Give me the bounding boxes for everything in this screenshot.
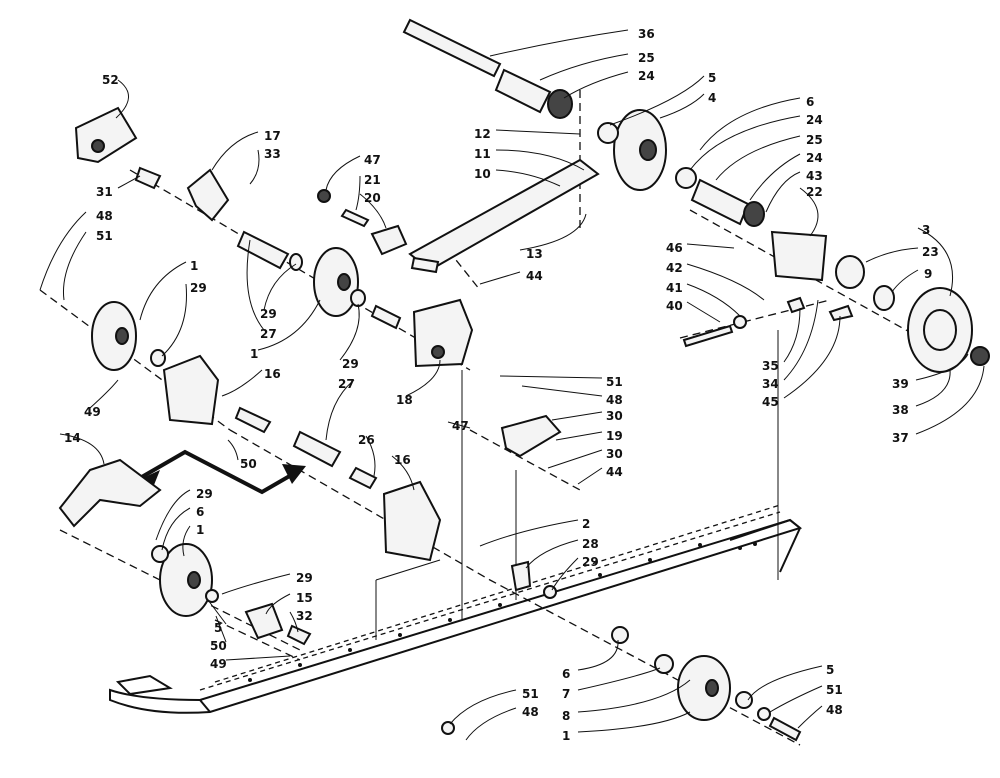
part-callout-3: 3: [922, 223, 930, 237]
part-callout-42: 42: [666, 261, 683, 275]
part-callout-41: 41: [666, 281, 683, 295]
part-callout-5: 5: [826, 663, 834, 677]
part-callout-48: 48: [826, 703, 843, 717]
part-callout-44: 44: [526, 269, 543, 283]
part-callout-2: 2: [582, 517, 590, 531]
part-callout-11: 11: [474, 147, 491, 161]
part-callout-29: 29: [190, 281, 207, 295]
part-callout-21: 21: [364, 173, 381, 187]
part-callout-28: 28: [582, 537, 599, 551]
part-callout-20: 20: [364, 191, 381, 205]
part-callout-15: 15: [296, 591, 313, 605]
part-callout-52: 52: [102, 73, 119, 87]
part-callout-49: 49: [84, 405, 101, 419]
part-callout-7: 7: [562, 687, 570, 701]
part-callout-40: 40: [666, 299, 683, 313]
part-callout-5: 5: [214, 621, 222, 635]
part-callout-45: 45: [762, 395, 779, 409]
part-callout-32: 32: [296, 609, 313, 623]
part-callout-44: 44: [606, 465, 623, 479]
part-callout-23: 23: [922, 245, 939, 259]
slide-rail: [109, 504, 803, 714]
part-callout-50: 50: [210, 639, 227, 653]
part-callout-1: 1: [562, 729, 570, 743]
part-callout-1: 1: [250, 347, 258, 361]
part-callout-8: 8: [562, 709, 570, 723]
part-callout-49: 49: [210, 657, 227, 671]
part-callout-36: 36: [638, 27, 655, 41]
part-callout-48: 48: [96, 209, 113, 223]
part-callout-10: 10: [474, 167, 491, 181]
part-callout-25: 25: [806, 133, 823, 147]
part-callout-51: 51: [96, 229, 113, 243]
part-callout-1: 1: [190, 259, 198, 273]
part-callout-5: 5: [708, 71, 716, 85]
part-callout-29: 29: [260, 307, 277, 321]
part-callout-4: 4: [708, 91, 716, 105]
part-callout-34: 34: [762, 377, 779, 391]
part-callout-13: 13: [526, 247, 543, 261]
part-callout-29: 29: [296, 571, 313, 585]
part-callout-39: 39: [892, 377, 909, 391]
part-callout-14: 14: [64, 431, 81, 445]
part-callout-26: 26: [358, 433, 375, 447]
part-callout-47: 47: [364, 153, 381, 167]
part-callout-6: 6: [562, 667, 570, 681]
part-callout-30: 30: [606, 409, 623, 423]
parts: [58, 18, 990, 742]
part-callout-48: 48: [522, 705, 539, 719]
leader-lines: [39, 29, 985, 741]
part-callout-27: 27: [338, 377, 355, 391]
part-callout-31: 31: [96, 185, 113, 199]
part-callout-29: 29: [582, 555, 599, 569]
part-callout-6: 6: [196, 505, 204, 519]
part-callout-51: 51: [522, 687, 539, 701]
part-callout-19: 19: [606, 429, 623, 443]
part-callout-46: 46: [666, 241, 683, 255]
part-callout-33: 33: [264, 147, 281, 161]
part-callout-50: 50: [240, 457, 257, 471]
mounting-lines: [375, 330, 779, 640]
part-callout-29: 29: [342, 357, 359, 371]
part-callout-6: 6: [806, 95, 814, 109]
part-callout-1: 1: [196, 523, 204, 537]
part-callout-37: 37: [892, 431, 909, 445]
part-callout-22: 22: [806, 185, 823, 199]
part-callout-30: 30: [606, 447, 623, 461]
part-callout-24: 24: [638, 69, 655, 83]
part-callout-16: 16: [394, 453, 411, 467]
part-callout-16: 16: [264, 367, 281, 381]
part-callout-24: 24: [806, 151, 823, 165]
part-callout-48: 48: [606, 393, 623, 407]
part-callout-43: 43: [806, 169, 823, 183]
part-callout-9: 9: [924, 267, 932, 281]
part-callout-38: 38: [892, 403, 909, 417]
part-callout-25: 25: [638, 51, 655, 65]
part-callout-24: 24: [806, 113, 823, 127]
part-callout-18: 18: [396, 393, 413, 407]
part-callout-29: 29: [196, 487, 213, 501]
part-callout-51: 51: [826, 683, 843, 697]
part-callout-12: 12: [474, 127, 491, 141]
part-callout-17: 17: [264, 129, 281, 143]
part-callout-27: 27: [260, 327, 277, 341]
part-callout-35: 35: [762, 359, 779, 373]
part-callout-47: 47: [452, 419, 469, 433]
part-callout-51: 51: [606, 375, 623, 389]
